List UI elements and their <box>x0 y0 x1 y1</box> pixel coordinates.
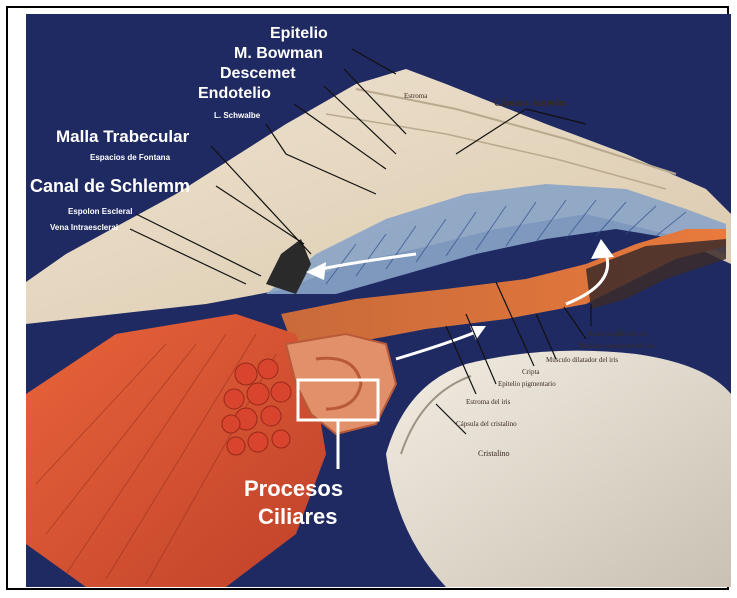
label-dilatador: Músculo dilatador del iris <box>546 356 618 364</box>
label-procesos-1: Procesos <box>244 476 343 501</box>
label-borde: Borde pupilar del iris <box>588 330 648 338</box>
label-camara: Cámara Anterior <box>494 98 569 109</box>
label-canal: Canal de Schlemm <box>30 176 190 196</box>
label-bowman: M. Bowman <box>234 45 323 62</box>
label-endotelio: Endotelio <box>198 85 271 102</box>
label-constrictor: Músculo constrictor del iris <box>578 342 655 350</box>
lens <box>386 351 731 587</box>
label-fontana: Espacios de Fontana <box>90 153 171 162</box>
label-capsula: Cápsula del cristalino <box>456 420 517 428</box>
label-epitelio-pig: Epitelio pigmentario <box>498 380 556 388</box>
label-malla: Malla Trabecular <box>56 127 190 146</box>
figure-stage: Epitelio M. Bowman Descemet Endotelio Ma… <box>26 14 731 587</box>
label-cristalino: Cristalino <box>478 449 510 458</box>
anatomy-diagram: Epitelio M. Bowman Descemet Endotelio Ma… <box>26 14 731 587</box>
label-espolon: Espolon Escleral <box>68 207 132 216</box>
label-schwalbe: L. Schwalbe <box>214 111 261 120</box>
label-epitelio: Epitelio <box>270 25 328 42</box>
label-cripta: Cripta <box>522 368 540 376</box>
label-procesos-2: Ciliares <box>258 504 338 529</box>
label-estroma: Estroma <box>404 92 428 100</box>
label-descemet: Descemet <box>220 65 296 82</box>
label-vena: Vena Intraescleral <box>50 223 118 232</box>
label-estroma-iris: Estroma del iris <box>466 398 511 406</box>
